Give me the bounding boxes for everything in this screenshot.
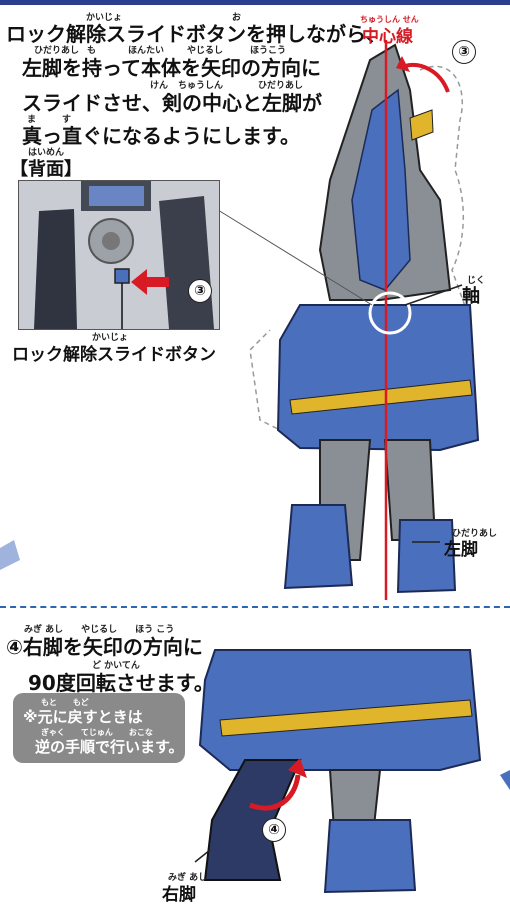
ruby-mo: も [87, 46, 97, 56]
edge-fragment-right [500, 770, 510, 790]
rotation-arrow-3 [404, 63, 450, 93]
left-leg-label: 左脚 [444, 540, 478, 560]
left-leg-ruby: ひだりあし [452, 529, 498, 539]
ruby-ma: ま [27, 115, 37, 125]
ruby-hontai: ほんたい [128, 46, 165, 56]
center-line-ruby: ちゅうしん せん [360, 15, 419, 24]
step4-left-leg-foot [323, 819, 417, 894]
note-box: もと もど ※元に戻すときは ぎゃく てじゅん おこな 逆の手順で行います。 [13, 693, 185, 763]
right-leg-ruby: みぎ あし [168, 873, 208, 883]
inset-badge-3: ③ [188, 279, 212, 303]
top-rule [0, 0, 510, 5]
ruby-chuushin: ちゅうしん [178, 81, 224, 91]
step4-gold-stripe [219, 699, 473, 737]
ruby-su: す [62, 115, 72, 125]
pivot-circle [368, 291, 412, 335]
inset-red-arrow [131, 269, 169, 295]
step4-right-leg [203, 759, 302, 881]
rightleg-leader [194, 849, 211, 863]
note-line1: ※元に戻すときは [23, 708, 143, 726]
edge-fragment [0, 540, 20, 570]
left-leg-foot [283, 504, 354, 590]
step3-line2: 左脚を持って本体を矢印の方向に [22, 56, 321, 80]
ruby-ken: けん [150, 81, 169, 91]
ruby-hidariashi2: ひだりあし [258, 81, 304, 91]
caption-ruby: かいじょ [92, 333, 129, 343]
sword-blade-blue [351, 88, 411, 291]
axis-ruby: じく [467, 276, 486, 286]
hip-block [276, 304, 480, 452]
step4-ruby2: ど かいてん [92, 661, 140, 671]
ruby-hidariashi: ひだりあし [34, 46, 80, 56]
step3-line4: 真っ直ぐになるようにします。 [22, 124, 300, 148]
right-leg-label: 右脚 [162, 885, 196, 905]
axis-label: 軸 [462, 286, 480, 307]
ruby-yajirushi: やじるし [187, 46, 224, 56]
badge-4: ④ [262, 818, 286, 842]
section-divider [0, 606, 510, 608]
ruby-kaijo: かいじょ [86, 13, 123, 23]
sword-accent [409, 109, 434, 141]
center-line-label: 中心線 [362, 27, 413, 47]
ruby-houkou: ほうこう [250, 46, 287, 56]
rotation-arrowhead-4 [288, 758, 307, 778]
axis-leader [404, 284, 463, 306]
note-ruby1: もと もど [41, 698, 89, 707]
right-leg-foot [396, 519, 457, 594]
step3-line1: ロック解除スライドボタンを押しながら、 [6, 22, 386, 46]
badge-3-top: ③ [452, 40, 476, 64]
inset-back-view [18, 180, 220, 330]
rotation-arrow-4 [249, 774, 301, 811]
step4-line1: ④右脚を矢印の方向に [6, 635, 203, 659]
inset-leader [217, 209, 373, 306]
step4-line2: 90度回転させます。 [28, 671, 214, 695]
step3-line3: スライドさせ、剣の中心と左脚が [22, 91, 322, 115]
hip-gold-stripe [289, 379, 473, 415]
step4-ruby1: みぎ あし やじるし ほう こう [24, 625, 175, 635]
inset-title-ruby: はいめん [28, 148, 65, 158]
ruby-o: お [232, 13, 242, 23]
inset-illustration [19, 181, 219, 329]
rotation-arrowhead-3 [396, 56, 410, 72]
note-line2: 逆の手順で行います。 [35, 738, 184, 756]
inset-slide-button [114, 268, 130, 284]
note-ruby2: ぎゃく てじゅん おこな [41, 728, 153, 737]
inset-caption: ロック解除スライドボタン [12, 345, 216, 365]
inset-title: 【背面】 [10, 159, 82, 180]
